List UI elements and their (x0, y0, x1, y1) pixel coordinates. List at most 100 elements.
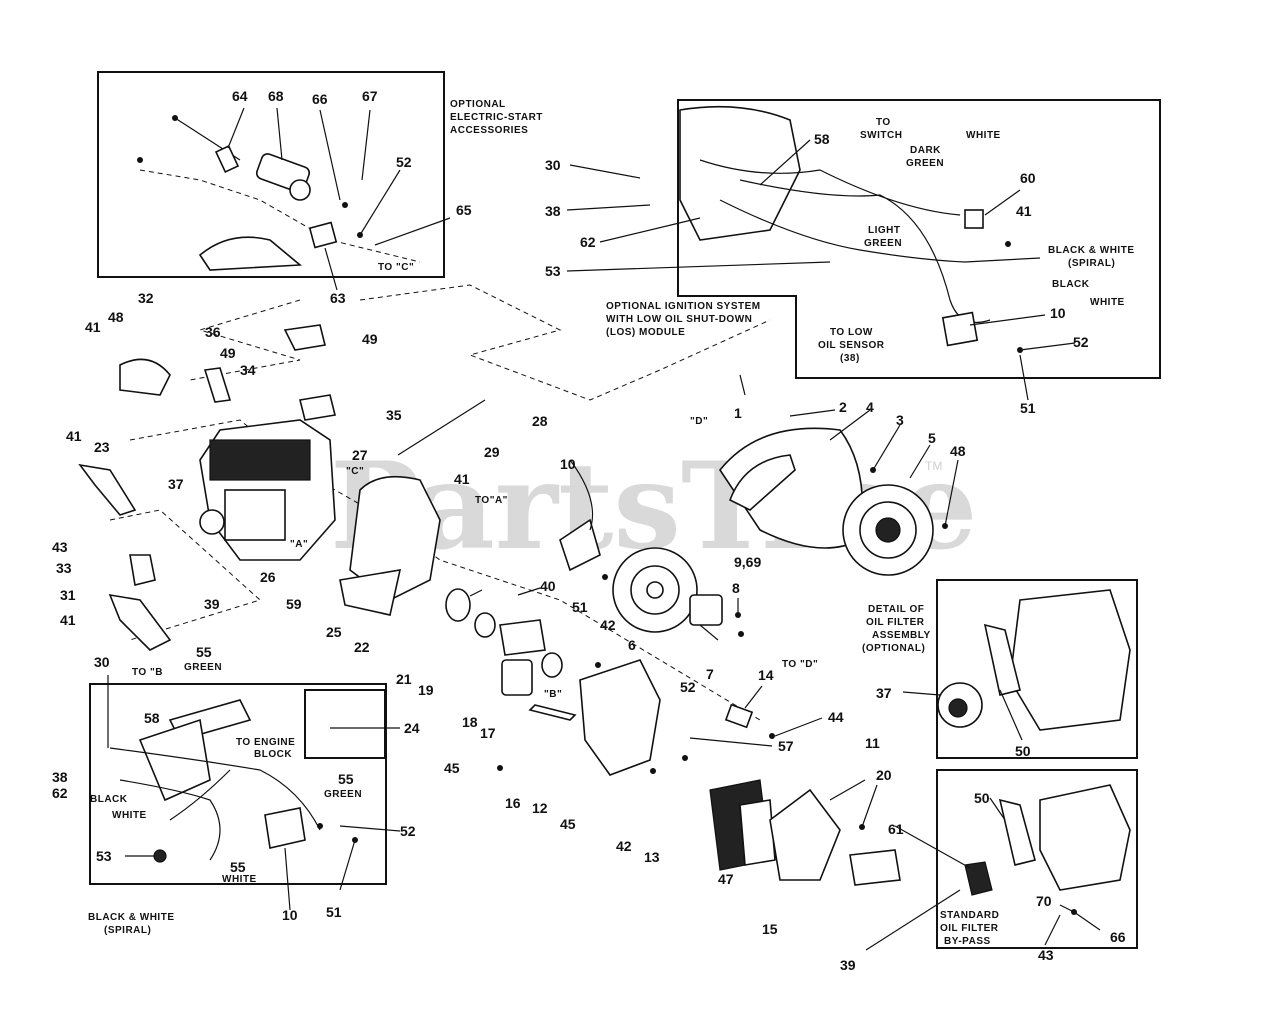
part-number: 53 (545, 263, 561, 279)
caption-bw-bottom-1: BLACK & WHITE (88, 912, 175, 923)
caption-label-b: "B" (544, 689, 562, 700)
part-number: 41 (1016, 203, 1032, 219)
part-number: 27 (352, 447, 368, 463)
caption-to-switch-2: SWITCH (860, 130, 902, 141)
part-number: 24 (404, 720, 420, 736)
caption-opt-electric-3: ACCESSORIES (450, 125, 528, 136)
part-number: 5 (928, 430, 936, 446)
caption-black-white-2: (SPIRAL) (1068, 258, 1115, 269)
part-number: 30 (94, 654, 110, 670)
part-number: 38 (52, 769, 68, 785)
caption-std-oil-3: BY-PASS (944, 936, 991, 947)
caption-detail-oil-1: DETAIL OF (868, 604, 924, 615)
part-number: 43 (1038, 947, 1054, 963)
part-number: 37 (876, 685, 892, 701)
part-number: 25 (326, 624, 342, 640)
part-number: 17 (480, 725, 496, 741)
part-number: 10 (1050, 305, 1066, 321)
part-number: 23 (94, 439, 110, 455)
part-number: 15 (762, 921, 778, 937)
assembly-path-electric (139, 169, 421, 263)
caption-dark-green-2: GREEN (906, 158, 944, 169)
part-number: 41 (66, 428, 82, 444)
part-number: 11 (865, 735, 880, 751)
electric-start-parts (137, 107, 451, 291)
part-number: 29 (484, 444, 500, 460)
part-number: 66 (1110, 929, 1126, 945)
caption-to-low-oil-1: TO LOW (830, 327, 873, 338)
part-number: 52 (396, 154, 412, 170)
caption-black-left: BLACK (90, 794, 128, 805)
part-number: 59 (286, 596, 302, 612)
part-number: 34 (240, 362, 256, 378)
part-number: 52 (1073, 334, 1089, 350)
part-number: 53 (96, 848, 112, 864)
caption-black-top: BLACK (1052, 279, 1090, 290)
caption-to-low-oil-2: OIL SENSOR (818, 340, 885, 351)
part-number: 50 (974, 790, 990, 806)
part-number: 28 (532, 413, 548, 429)
part-number: 58 (814, 131, 830, 147)
caption-label-c: "C" (346, 466, 364, 477)
part-number: 41 (454, 471, 470, 487)
inset-electric-start (97, 71, 445, 278)
blower-housing-group (339, 374, 959, 641)
oil-filter-parts (865, 589, 1131, 951)
part-number: 41 (60, 612, 76, 628)
part-number: 4 (866, 399, 874, 415)
part-number: 55 (338, 771, 354, 787)
part-number: 12 (532, 800, 548, 816)
assembly-path-lower (109, 509, 261, 641)
part-number: 9,69 (734, 554, 761, 570)
part-number: 20 (876, 767, 892, 783)
caption-light-green-1: LIGHT (868, 225, 901, 236)
los-wiring-parts (107, 675, 401, 911)
part-number: 37 (168, 476, 184, 492)
engine-block (78, 324, 486, 651)
part-number: 36 (205, 324, 221, 340)
part-number: 63 (330, 290, 346, 306)
part-number: 62 (52, 785, 68, 801)
part-number: 10 (560, 456, 576, 472)
part-number-callouts: 64 68 66 67 52 65 63 30 58 38 62 53 60 4… (52, 88, 1126, 973)
caption-label-a: "A" (290, 539, 308, 550)
caption-to-a: TO"A" (475, 495, 508, 506)
carburetor-air-cleaner-group (445, 587, 901, 886)
caption-white-top: WHITE (966, 130, 1001, 141)
watermark-tm: TM (925, 459, 942, 473)
caption-std-oil-2: OIL FILTER (940, 923, 999, 934)
part-number: 67 (362, 88, 378, 104)
part-number: 8 (732, 580, 740, 596)
part-number: 13 (644, 849, 660, 865)
inset-los-wiring (89, 683, 387, 885)
assembly-path-top (359, 284, 771, 401)
part-number: 58 (144, 710, 160, 726)
inset-oil-filter-standard (936, 769, 1138, 949)
caption-to-switch-1: TO (876, 117, 891, 128)
caption-opt-ignition-1: OPTIONAL IGNITION SYSTEM (606, 301, 761, 312)
caption-white-mid: WHITE (1090, 297, 1125, 308)
part-number: 68 (268, 88, 284, 104)
part-number: 33 (56, 560, 72, 576)
caption-white-left: WHITE (112, 810, 147, 821)
part-number: 51 (572, 599, 588, 615)
part-number: 1 (734, 405, 742, 421)
part-number: 41 (85, 319, 101, 335)
part-number: 14 (758, 667, 774, 683)
captions: OPTIONAL ELECTRIC-START ACCESSORIES TO S… (88, 99, 1134, 947)
part-number: 51 (1020, 400, 1036, 416)
part-number: 30 (545, 157, 561, 173)
part-number: 57 (778, 738, 794, 754)
caption-label-d: "D" (690, 416, 708, 427)
part-number: 38 (545, 203, 561, 219)
part-number: 26 (260, 569, 276, 585)
part-number: 42 (600, 617, 616, 633)
part-number: 39 (840, 957, 856, 973)
assembly-path-axis (129, 419, 761, 721)
part-number: 22 (354, 639, 370, 655)
assembly-path-left (189, 299, 301, 381)
inset-los-detail (304, 689, 386, 759)
caption-detail-oil-4: (OPTIONAL) (862, 643, 925, 654)
caption-green-right: GREEN (324, 789, 362, 800)
